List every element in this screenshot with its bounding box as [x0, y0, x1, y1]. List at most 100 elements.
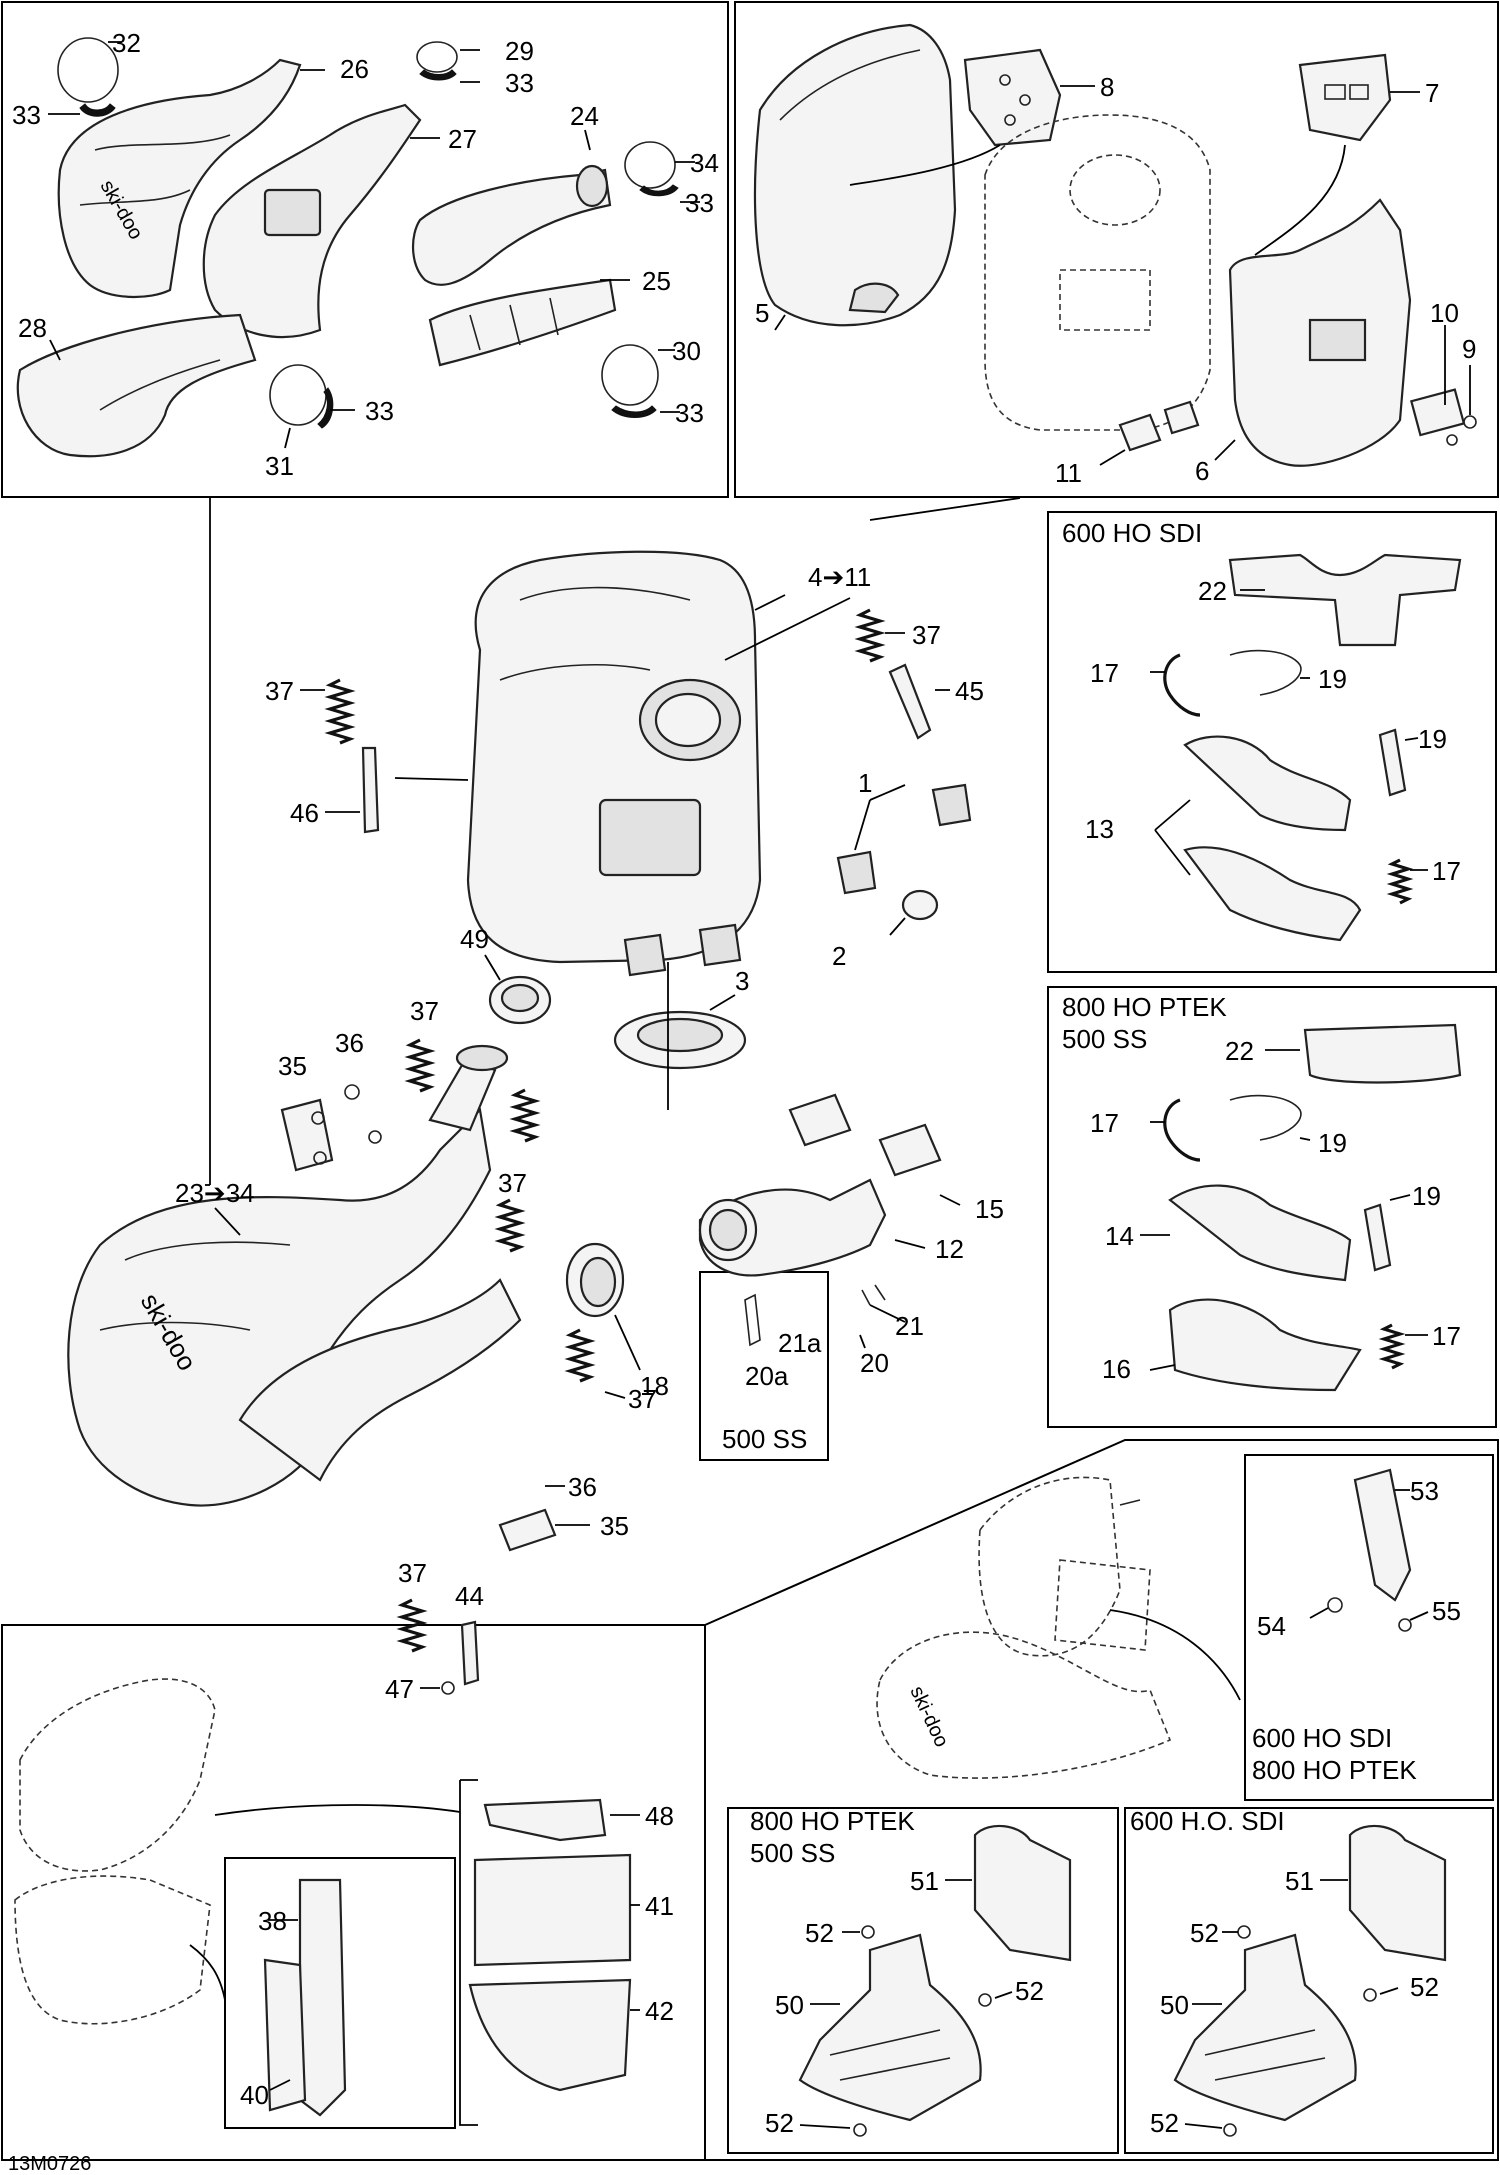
callout-23-34: 23➔34	[175, 1178, 255, 1208]
box-label-500-ss: 500 SS	[722, 1424, 807, 1454]
callout-37: 37	[265, 676, 294, 706]
callout-16: 16	[1102, 1354, 1131, 1384]
callout-52: 52	[805, 1918, 834, 1948]
callout-19: 19	[1318, 664, 1347, 694]
box-title-bottom-500: 500 SS	[750, 1838, 835, 1868]
box-title-bottom-800: 800 HO PTEK	[750, 1806, 915, 1836]
callout-22: 22	[1225, 1036, 1254, 1066]
callout-44: 44	[455, 1581, 484, 1611]
airbox-assembly: 4➔11	[205, 497, 1021, 1186]
callout-52: 52	[765, 2108, 794, 2138]
skidoo-logo-detail: ski-doo	[905, 1683, 952, 1751]
manifold-assembly: 15 12 21 20 21a 20a 500 SS	[698, 1093, 1004, 1454]
callout-6: 6	[1195, 456, 1209, 486]
callout-52: 52	[1015, 1976, 1044, 2006]
callout-50: 50	[775, 1990, 804, 2020]
muffler-assembly: ski-doo 35 36 37 37 37 18 23➔34 35 36	[67, 996, 669, 1704]
box-title-600-ho-sdi: 600 HO SDI	[1062, 518, 1202, 548]
panel-heat-shields: 38 40 48 41 42	[14, 1678, 674, 2129]
callout-19: 19	[1318, 1128, 1347, 1158]
callout-12: 12	[935, 1234, 964, 1264]
callout-17: 17	[1432, 1321, 1461, 1351]
callout-37: 37	[628, 1384, 657, 1414]
callout-48: 48	[645, 1801, 674, 1831]
callout-36: 36	[335, 1028, 364, 1058]
callout-37: 37	[498, 1168, 527, 1198]
callout-25: 25	[642, 266, 671, 296]
callout-34: 34	[690, 148, 719, 178]
callout-52: 52	[1150, 2108, 1179, 2138]
callout-21a: 21a	[778, 1328, 822, 1358]
callout-37: 37	[410, 996, 439, 1026]
callout-33: 33	[685, 188, 714, 218]
callout-29: 29	[505, 36, 534, 66]
callout-20a: 20a	[745, 1361, 789, 1391]
callout-1: 1	[858, 768, 872, 798]
callout-47: 47	[385, 1674, 414, 1704]
callout-42: 42	[645, 1996, 674, 2026]
callout-32: 32	[112, 28, 141, 58]
box-600-ho-sdi: 600 HO SDI 22 17 19 19 13 17	[1062, 518, 1462, 942]
callout-28: 28	[18, 313, 47, 343]
callout-49: 49	[460, 924, 489, 954]
callout-19: 19	[1412, 1181, 1441, 1211]
callout-37: 37	[398, 1558, 427, 1588]
callout-45: 45	[955, 676, 984, 706]
callout-55: 55	[1432, 1596, 1461, 1626]
panel-muffler-exploded: ski-doo	[12, 28, 719, 481]
callout-50: 50	[1160, 1990, 1189, 2020]
callout-31: 31	[265, 451, 294, 481]
box-bottom-600-sdi: 600 H.O. SDI 51 52 52 50 52	[1130, 1806, 1447, 2138]
callout-54: 54	[1257, 1611, 1286, 1641]
callout-14: 14	[1105, 1221, 1134, 1251]
callout-20: 20	[860, 1348, 889, 1378]
callout-35: 35	[600, 1511, 629, 1541]
detail-assembly: ski-doo 53 54 55 600 HO SDI 800 HO PTEK	[876, 1468, 1461, 1785]
box-800-ho-ptek: 800 HO PTEK 500 SS 22 17 19 14 19 16 17	[1062, 992, 1462, 1392]
callout-18: 18	[640, 1371, 669, 1401]
detail-label-800-ptek: 800 HO PTEK	[1252, 1755, 1417, 1785]
callout-7: 7	[1425, 78, 1439, 108]
callout-10: 10	[1430, 298, 1459, 328]
callout-22: 22	[1198, 576, 1227, 606]
box-title-bottom-600: 600 H.O. SDI	[1130, 1806, 1285, 1836]
callout-33: 33	[505, 68, 534, 98]
box-title-500-ss: 500 SS	[1062, 1024, 1147, 1054]
box-bottom-800-ptek: 800 HO PTEK 500 SS 51 52 52 50 52	[750, 1806, 1072, 2138]
callout-3: 3	[735, 966, 749, 996]
box-title-800-ptek: 800 HO PTEK	[1062, 992, 1227, 1022]
detail-label-600-sdi: 600 HO SDI	[1252, 1723, 1392, 1753]
callout-21: 21	[895, 1311, 924, 1341]
callout-9: 9	[1462, 334, 1476, 364]
callout-17: 17	[1090, 1108, 1119, 1138]
callout-26: 26	[340, 54, 369, 84]
callout-41: 41	[645, 1891, 674, 1921]
figure-code: 13M0726	[8, 2153, 91, 2175]
callout-33: 33	[675, 398, 704, 428]
callout-27: 27	[448, 124, 477, 154]
callout-30: 30	[672, 336, 701, 366]
callout-51: 51	[1285, 1866, 1314, 1896]
callout-46: 46	[290, 798, 319, 828]
callout-51: 51	[910, 1866, 939, 1896]
callout-17: 17	[1432, 856, 1461, 886]
callout-53: 53	[1410, 1476, 1439, 1506]
callout-52: 52	[1410, 1972, 1439, 2002]
panel-airbox-exploded: 8 7 5 10 9 11 6	[753, 23, 1477, 488]
callout-11: 11	[1055, 458, 1082, 488]
callout-40: 40	[240, 2080, 269, 2110]
callout-19: 19	[1418, 724, 1447, 754]
callout-33: 33	[365, 396, 394, 426]
airbox-hardware: 37 45 37 46 1 2 3 49	[265, 608, 984, 1110]
callout-38: 38	[258, 1906, 287, 1936]
callout-5: 5	[755, 298, 769, 328]
callout-17: 17	[1090, 658, 1119, 688]
callout-37: 37	[912, 620, 941, 650]
callout-13: 13	[1085, 814, 1114, 844]
callout-24: 24	[570, 101, 599, 131]
callout-36: 36	[568, 1472, 597, 1502]
callout-8: 8	[1100, 72, 1114, 102]
callout-52: 52	[1190, 1918, 1219, 1948]
